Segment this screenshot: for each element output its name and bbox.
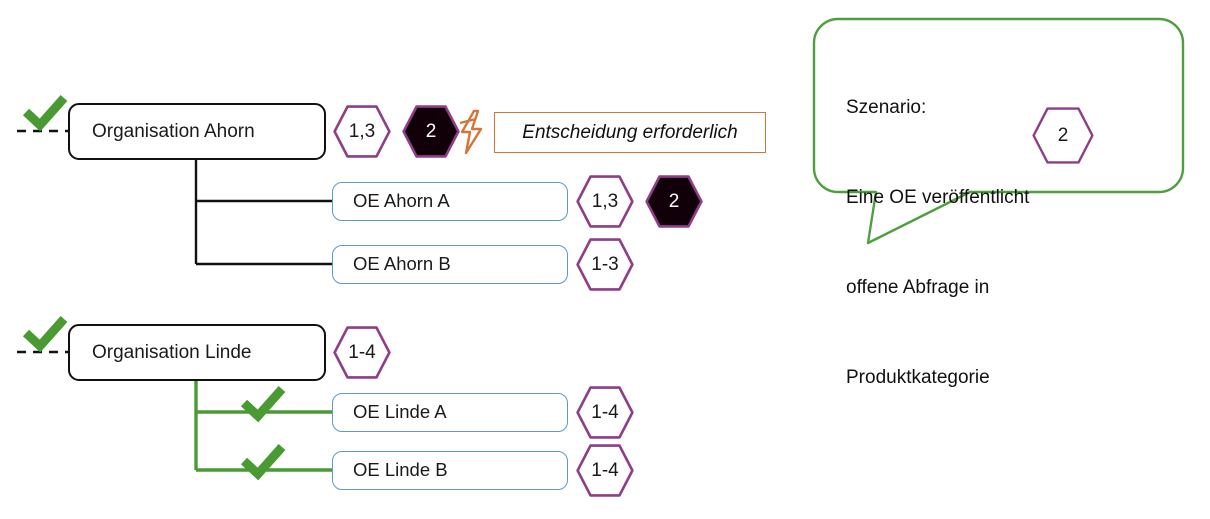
badge-hex-linde-b-1-label: 1-4 xyxy=(591,460,619,481)
linde-a-check-icon xyxy=(240,386,286,423)
decision-required-note[interactable]: Entscheidung erforderlich xyxy=(494,112,766,153)
decision-required-note-label: Entscheidung erforderlich xyxy=(522,122,738,143)
org-node-linde-label: Organisation Linde xyxy=(92,342,252,363)
scenario-callout-line-4: Produktkategorie xyxy=(846,367,990,388)
ahorn-root-check-icon xyxy=(22,95,68,132)
oe-node-ahorn-a-label: OE Ahorn A xyxy=(353,190,450,212)
badge-hex-ahorn-a-2[interactable]: 2 xyxy=(645,175,703,228)
badge-hex-linde-a-1-label: 1-4 xyxy=(591,402,619,423)
oe-node-linde-b-label: OE Linde B xyxy=(353,459,448,481)
badge-hex-callout-label: 2 xyxy=(1057,125,1069,146)
scenario-callout-line-2: Eine OE veröffentlicht xyxy=(846,187,1030,208)
badge-hex-ahorn-root-2[interactable]: 2 xyxy=(402,105,460,158)
scenario-callout-line-3: offene Abfrage in xyxy=(846,277,990,298)
badge-hex-linde-root-1-label: 1-4 xyxy=(348,342,376,363)
badge-hex-linde-a-1[interactable]: 1-4 xyxy=(576,386,634,439)
oe-node-ahorn-b-label: OE Ahorn B xyxy=(353,253,451,275)
scenario-callout-line-1: Szenario: xyxy=(846,97,927,118)
org-node-ahorn-label: Organisation Ahorn xyxy=(92,121,255,142)
oe-node-linde-a[interactable]: OE Linde A xyxy=(332,393,568,432)
badge-hex-ahorn-b-1-label: 1-3 xyxy=(591,254,619,275)
scenario-callout-text: Szenario: Eine OE veröffentlicht offene … xyxy=(846,33,1146,453)
badge-hex-callout[interactable]: 2 xyxy=(1032,107,1094,164)
badge-hex-ahorn-root-1-label: 1,3 xyxy=(348,121,376,142)
org-node-ahorn[interactable]: Organisation Ahorn xyxy=(68,103,326,160)
badge-hex-linde-root-1[interactable]: 1-4 xyxy=(333,326,391,379)
org-node-linde[interactable]: Organisation Linde xyxy=(68,324,326,381)
ahorn-tree-connectors xyxy=(194,160,334,266)
badge-hex-linde-b-1[interactable]: 1-4 xyxy=(576,444,634,497)
badge-hex-ahorn-a-1-label: 1,3 xyxy=(591,191,619,212)
badge-hex-ahorn-a-1[interactable]: 1,3 xyxy=(576,175,634,228)
badge-hex-ahorn-b-1[interactable]: 1-3 xyxy=(576,238,634,291)
badge-hex-ahorn-a-2-label: 2 xyxy=(668,191,680,212)
oe-node-ahorn-b[interactable]: OE Ahorn B xyxy=(332,245,568,284)
linde-root-check-icon xyxy=(22,316,68,353)
oe-node-linde-a-label: OE Linde A xyxy=(353,401,447,423)
badge-hex-ahorn-root-2-label: 2 xyxy=(425,121,437,142)
badge-hex-ahorn-root-1[interactable]: 1,3 xyxy=(333,105,391,158)
linde-b-check-icon xyxy=(240,444,286,481)
lightning-bolt-icon xyxy=(459,109,483,155)
oe-node-ahorn-a[interactable]: OE Ahorn A xyxy=(332,182,568,221)
oe-node-linde-b[interactable]: OE Linde B xyxy=(332,451,568,490)
